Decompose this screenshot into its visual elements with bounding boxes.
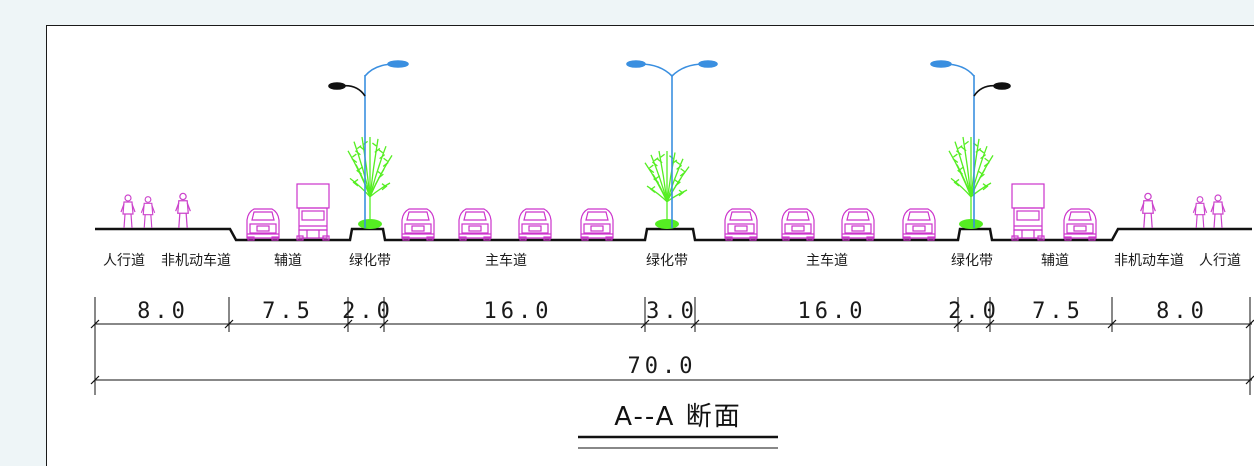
car	[1063, 208, 1097, 241]
width-aux-right: 7.5	[1032, 299, 1084, 324]
car	[246, 208, 280, 241]
width-green-left: 2.0	[342, 299, 394, 324]
truck	[296, 183, 330, 241]
drawing-sheet	[46, 25, 1254, 466]
truck	[1011, 183, 1045, 241]
car	[458, 208, 492, 241]
dimension-tick-slash	[90, 375, 100, 385]
pedestrian	[140, 196, 156, 229]
pedestrian	[1192, 196, 1208, 229]
dimension-tick-slash	[1107, 319, 1117, 329]
label-aux-road-left: 辅道	[274, 253, 302, 269]
pedestrian	[175, 192, 191, 229]
label-sidewalk-right: 人行道	[1199, 253, 1241, 269]
tree	[644, 150, 690, 229]
car	[518, 208, 552, 241]
label-main-road-left: 主车道	[485, 253, 527, 269]
width-sidewalk-bike-right: 8.0	[1156, 299, 1208, 324]
label-bike-lane-right: 非机动车道	[1114, 253, 1184, 269]
width-total: 70.0	[627, 354, 697, 379]
width-green-center: 3.0	[646, 299, 698, 324]
dimension-tick-slash	[1245, 319, 1254, 329]
car	[401, 208, 435, 241]
width-main-right: 16.0	[797, 299, 867, 324]
dimension-tick-slash	[90, 319, 100, 329]
pedestrian	[120, 194, 136, 229]
width-green-right: 2.0	[948, 299, 1000, 324]
label-main-road-right: 主车道	[806, 253, 848, 269]
car	[781, 208, 815, 241]
car	[841, 208, 875, 241]
dimension-tick-slash	[224, 319, 234, 329]
width-aux-left: 7.5	[262, 299, 314, 324]
section-title: A--A 断面	[614, 402, 742, 432]
street-lamp	[626, 60, 718, 228]
label-bike-lane-left: 非机动车道	[161, 253, 231, 269]
dimension-lines	[90, 297, 1254, 395]
tree	[347, 136, 393, 229]
label-green-belt-right: 绿化带	[951, 253, 993, 269]
tree	[948, 136, 994, 229]
car	[580, 208, 614, 241]
dimension-tick-slash	[343, 319, 353, 329]
width-main-left: 16.0	[483, 299, 553, 324]
street-lamp	[328, 60, 409, 228]
label-sidewalk-left: 人行道	[103, 253, 145, 269]
dimension-tick-slash	[640, 319, 650, 329]
dimension-tick-slash	[953, 319, 963, 329]
pedestrian	[1140, 192, 1156, 229]
dimension-tick-slash	[379, 319, 389, 329]
label-green-belt-center: 绿化带	[646, 253, 688, 269]
street-lamp	[930, 60, 1011, 228]
dimension-tick-slash	[690, 319, 700, 329]
road-cross-section-drawing	[90, 60, 1254, 449]
car	[724, 208, 758, 241]
road-objects	[120, 60, 1226, 241]
dimension-tick-slash	[1245, 375, 1254, 385]
label-aux-road-right: 辅道	[1041, 253, 1069, 269]
width-sidewalk-bike-left: 8.0	[137, 299, 189, 324]
pedestrian	[1210, 194, 1226, 229]
dimension-tick-slash	[985, 319, 995, 329]
car	[902, 208, 936, 241]
label-green-belt-left: 绿化带	[349, 253, 391, 269]
